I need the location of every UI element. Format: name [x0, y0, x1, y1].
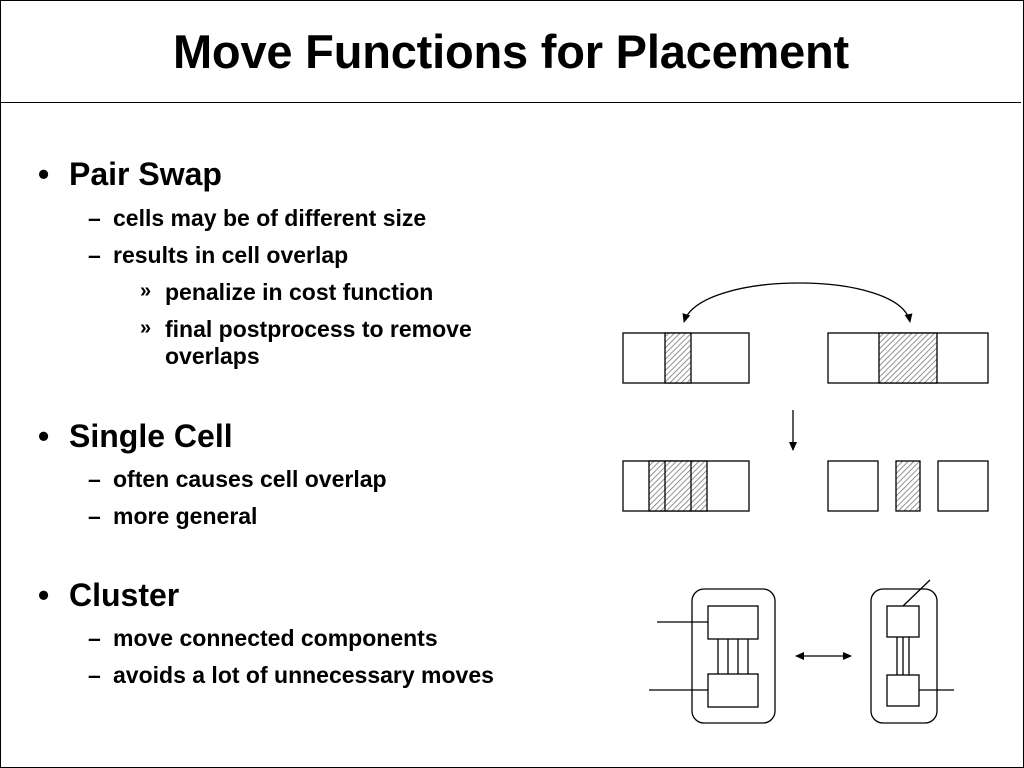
cluster-cell-top	[707, 605, 759, 640]
sub-bullet-mark: –	[88, 205, 101, 231]
sub-bullet-label: avoids a lot of unnecessary moves	[113, 662, 494, 688]
sub-bullet-label: often causes cell overlap	[113, 466, 387, 492]
bullet-label: Single Cell	[69, 418, 233, 454]
small-cell	[664, 332, 692, 384]
cell-right	[937, 460, 989, 512]
bullet-label: Cluster	[69, 577, 180, 613]
bullet-label: Pair Swap	[69, 156, 222, 192]
sub-bullet-mark: –	[88, 242, 101, 268]
sub-bullet-label: move connected components	[113, 625, 438, 651]
sub-bullet-label: results in cell overlap	[113, 242, 349, 268]
external-wire	[902, 579, 931, 607]
sub-bullet-mark: –	[88, 662, 101, 688]
cluster-cell-bottom	[707, 673, 759, 708]
sub-bullet-label: more general	[113, 503, 258, 529]
large-cell-moved	[648, 460, 708, 512]
cluster-cell-bottom	[886, 674, 920, 707]
sub-sub-bullet-mark: »	[140, 280, 152, 302]
large-cell	[878, 332, 938, 384]
title-bar: Move Functions for Placement	[1, 1, 1021, 103]
swap-arrow	[682, 282, 913, 323]
sub-sub-bullet-label: penalize in cost function	[165, 279, 434, 305]
bullet-mark: •	[38, 418, 50, 454]
pair-swap-after	[622, 460, 989, 512]
small-cell-moved	[895, 460, 921, 512]
cluster-cell-top	[886, 605, 920, 638]
sub-sub-bullet-label: final postprocess to remove overlaps	[165, 316, 472, 369]
sub-bullet-mark: –	[88, 625, 101, 651]
bullet-mark: •	[38, 577, 50, 613]
cluster-right	[870, 579, 954, 724]
cell-left	[827, 460, 879, 512]
slide-title: Move Functions for Placement	[172, 25, 849, 78]
bullet-list: • Pair Swap – cells may be of different …	[38, 156, 494, 688]
cluster-left	[649, 588, 776, 724]
sub-bullet-mark: –	[88, 503, 101, 529]
sub-bullet-label: cells may be of different size	[113, 205, 427, 231]
sub-sub-bullet-mark: »	[140, 317, 152, 339]
pair-swap-before	[622, 332, 989, 384]
sub-bullet-mark: –	[88, 466, 101, 492]
bullet-mark: •	[38, 156, 50, 192]
